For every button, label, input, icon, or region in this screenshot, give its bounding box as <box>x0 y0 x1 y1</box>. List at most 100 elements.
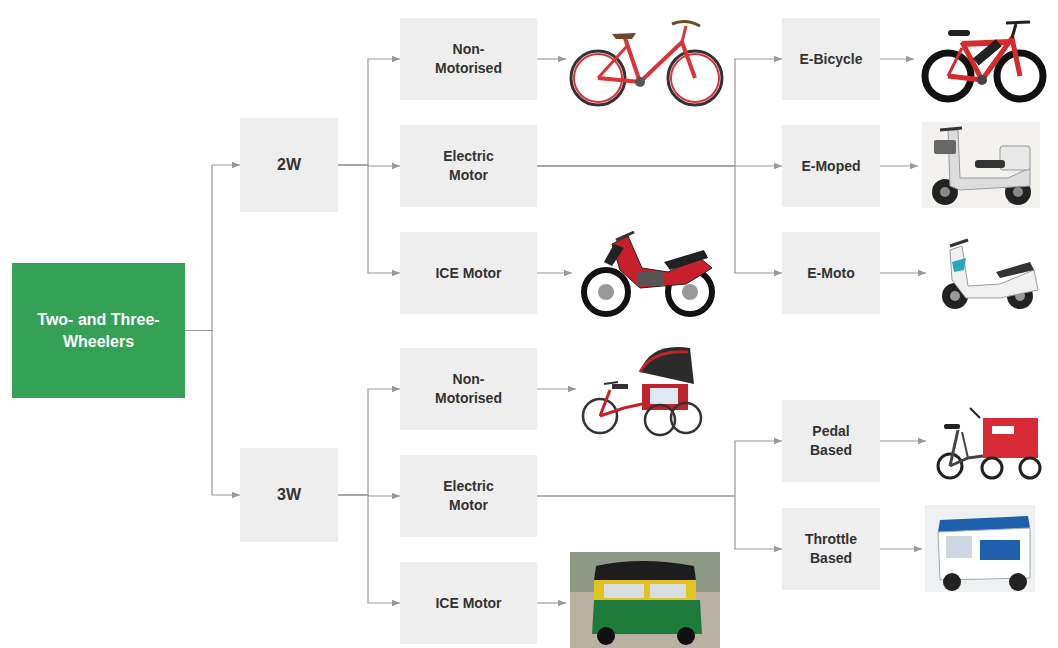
e-moped-picture-part <box>922 122 1040 208</box>
e-moped-picture-part <box>940 128 962 130</box>
cycle-rickshaw-picture-part <box>600 404 642 416</box>
motorcycle-picture <box>584 232 712 314</box>
bicycle-picture-part <box>635 77 645 87</box>
auto-rickshaw-picture-part <box>650 584 686 598</box>
box-text-group: 2W <box>277 154 301 176</box>
auto-rickshaw-picture-part <box>677 627 695 645</box>
e-bicycle-picture-part <box>1006 22 1030 23</box>
box-label: E-Moto <box>807 264 854 283</box>
e-bicycle-picture-part <box>962 42 1010 44</box>
box-text-group: Throttle Based <box>795 530 867 568</box>
box-label: 2W <box>277 154 301 176</box>
bicycle-picture-part <box>598 38 640 82</box>
box-label: Pedal Based <box>796 422 866 460</box>
root-box: Two- and Three-Wheelers <box>12 263 185 398</box>
cargo-trike-picture-part <box>983 418 1038 458</box>
e-moto-picture-part <box>996 262 1034 278</box>
connector-arrow <box>185 331 240 496</box>
box-text-group: Non-Motorised <box>423 40 515 78</box>
auto-rickshaw-picture-part <box>597 627 615 645</box>
box-text-group: ICE Motor <box>435 264 501 283</box>
connector-arrow <box>338 59 400 165</box>
box-label: Throttle Based <box>795 530 867 568</box>
electric-auto-picture-part <box>946 536 972 558</box>
picture-arrows-part <box>880 165 918 166</box>
box-label: Electric Motor <box>423 147 515 185</box>
connector-arrow <box>338 495 400 603</box>
category-box: 3W <box>240 448 338 542</box>
motorcycle-picture-part <box>612 236 712 288</box>
e-moped-picture <box>922 122 1040 208</box>
bicycle-picture-part <box>598 45 628 78</box>
connector-arrow <box>537 441 782 496</box>
bicycle-picture <box>571 21 722 105</box>
connector-arrow <box>537 496 782 549</box>
connector-arrow <box>185 165 240 331</box>
e-moto-picture-part <box>950 240 968 246</box>
picture-arrows-part <box>537 272 572 273</box>
e-bicycle-picture-part <box>977 75 987 85</box>
cycle-rickshaw-picture <box>583 347 701 435</box>
box-label: 3W <box>277 484 301 506</box>
e-moped-picture-part <box>940 187 950 197</box>
picture-arrows-part <box>880 58 914 59</box>
category-box: Non-Motorised <box>400 18 537 100</box>
box-text-group: E-Bicycle <box>799 50 862 69</box>
cycle-rickshaw-picture-part <box>604 382 618 384</box>
box-text-group: Pedal Based <box>796 422 866 460</box>
cargo-trike-picture-part <box>944 424 960 429</box>
electric-auto-picture-part <box>925 505 1035 592</box>
e-moto-picture <box>942 240 1038 309</box>
electric-auto-picture-part <box>980 540 1020 560</box>
cargo-trike-picture-part <box>992 426 1014 434</box>
box-text-group: 3W <box>277 484 301 506</box>
auto-rickshaw-picture-part <box>594 561 696 580</box>
connector-arrow <box>338 165 400 273</box>
box-label: E-Bicycle <box>799 50 862 69</box>
bicycle-picture-part <box>640 42 695 82</box>
e-moto-picture-part <box>952 258 966 272</box>
box-text-group: Two- and Three-Wheelers <box>32 309 166 352</box>
category-box: Electric Motor <box>400 125 537 207</box>
picture-arrows-part <box>537 58 566 59</box>
category-box: E-Moped <box>782 125 880 207</box>
e-moto-picture-part <box>950 291 960 301</box>
auto-rickshaw-picture <box>570 552 720 648</box>
auto-rickshaw-picture-part <box>570 552 720 648</box>
cycle-rickshaw-picture-part <box>650 388 678 404</box>
box-text-group: Electric Motor <box>423 147 515 185</box>
picture-arrows-part <box>880 272 926 273</box>
box-label: Two- and Three-Wheelers <box>32 309 166 352</box>
e-moped-picture-part <box>975 160 1005 168</box>
cargo-trike-picture-part <box>1020 458 1040 478</box>
e-moto-picture-part <box>950 246 1038 298</box>
picture-arrows-part <box>537 388 576 389</box>
connector-arrow <box>537 166 782 273</box>
box-text-group: Electric Motor <box>423 477 515 515</box>
auto-rickshaw-picture-part <box>604 584 644 598</box>
box-text-group: E-Moped <box>801 157 860 176</box>
picture-arrows <box>537 59 926 603</box>
box-label: Non-Motorised <box>423 370 515 408</box>
category-box: E-Moto <box>782 232 880 314</box>
electric-auto-picture-part <box>943 573 961 591</box>
motorcycle-picture-part <box>616 232 634 240</box>
picture-arrows-part <box>537 602 566 603</box>
motorcycle-picture-part <box>682 284 698 300</box>
cargo-trike-picture-part <box>950 456 983 466</box>
box-label: E-Moped <box>801 157 860 176</box>
auto-rickshaw-picture-part <box>594 580 696 600</box>
motorcycle-picture-part <box>638 272 664 286</box>
motorcycle-picture-part <box>664 250 708 270</box>
e-bicycle-picture <box>925 22 1043 99</box>
e-moped-picture-part <box>934 140 956 154</box>
electric-auto-picture-part <box>938 528 1030 580</box>
connector-arrow <box>338 389 400 495</box>
cargo-trike-picture-part <box>970 408 980 418</box>
motorcycle-picture-part <box>604 244 624 266</box>
e-bicycle-picture-part <box>973 39 1002 65</box>
cycle-rickshaw-picture-part <box>612 384 628 389</box>
cycle-rickshaw-picture-part <box>600 390 610 416</box>
box-label: ICE Motor <box>435 264 501 283</box>
